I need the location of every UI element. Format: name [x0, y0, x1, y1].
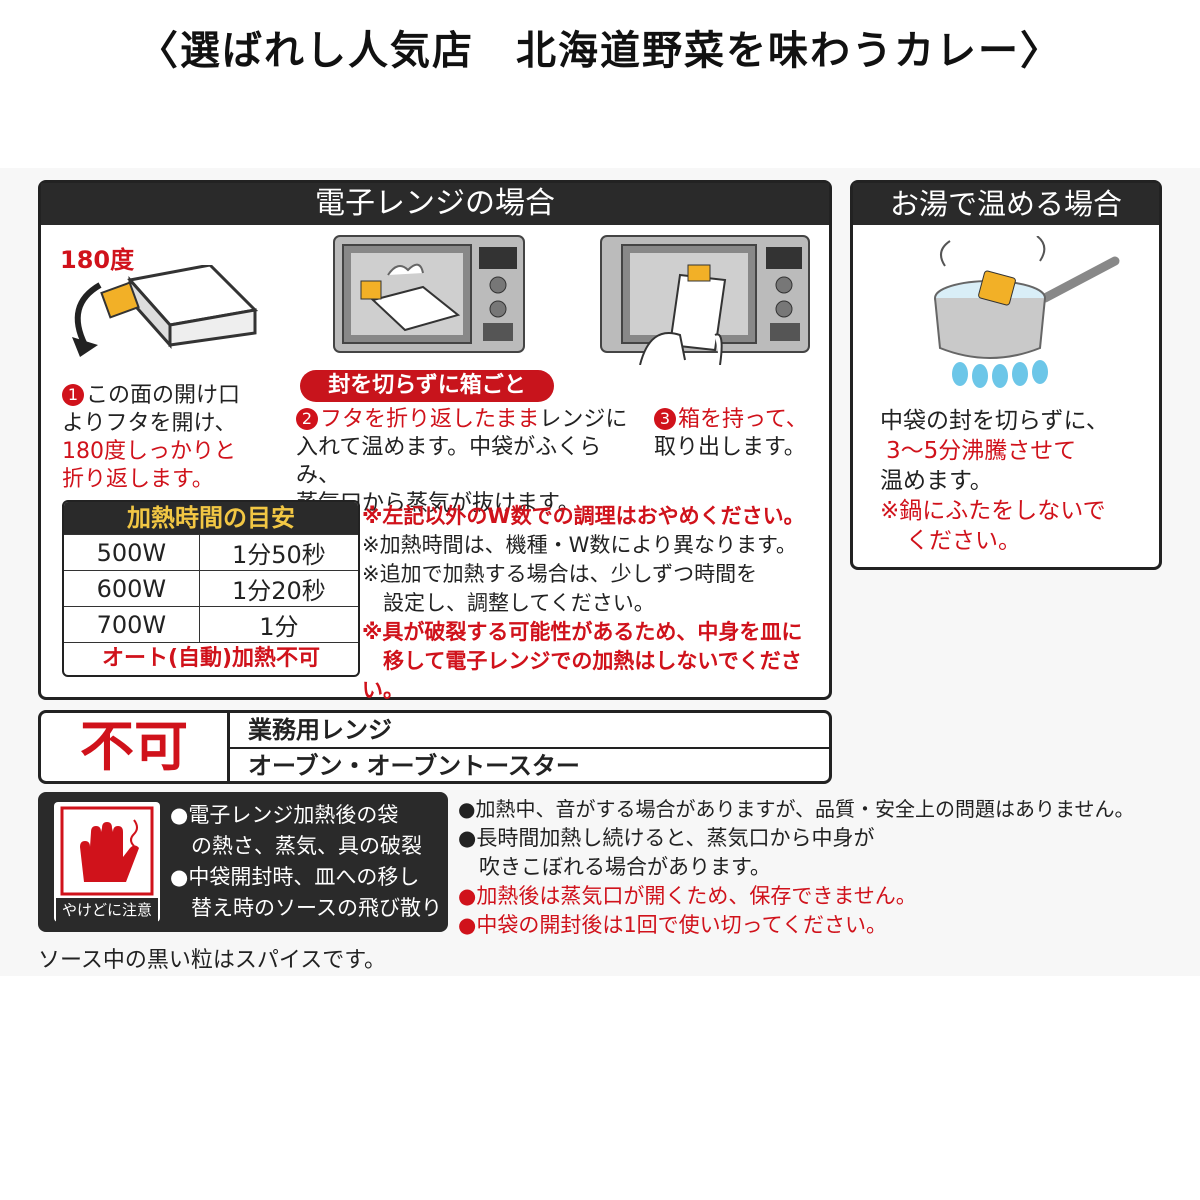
table-row: 700W 1分: [64, 606, 358, 643]
time-cell: 1分: [198, 606, 358, 643]
bottom-note: 吹きこぼれる場合があります。: [458, 855, 771, 879]
burn-caution-badge: やけどに注意: [54, 802, 160, 922]
step2-line2: 入れて温めます。中袋がふくらみ、: [296, 435, 602, 488]
auto-heating-not-allowed: オート(自動)加熱不可: [101, 646, 321, 671]
microwave-illustration-step3: [600, 235, 810, 365]
hand-heat-icon: [60, 806, 154, 896]
note-line: ※追加で加熱する場合は、少しずつ時間を: [362, 562, 758, 586]
note-line: ※具が破裂する可能性があるため、中身を皿に: [362, 620, 803, 644]
bottom-note: ●加熱後は蒸気口が開くため、保存できません。: [458, 884, 917, 908]
boil-line2: 3～5分沸騰させて: [886, 438, 1077, 464]
heating-time-table: 加熱時間の目安 500W 1分50秒 600W 1分20秒 700W 1分 オー…: [62, 500, 360, 677]
caution-line: ●中袋開封時、皿への移し: [170, 865, 420, 889]
microwave-header: 電子レンジの場合: [41, 183, 829, 225]
step2-red: フタを折り返したまま: [320, 407, 540, 432]
bottom-note: ●長時間加熱し続けると、蒸気口から中身が: [458, 826, 875, 850]
not-allowed-item: オーブン・オーブントースター: [248, 752, 580, 780]
step3-line2: 取り出します。: [654, 435, 806, 460]
watt-cell: 500W: [64, 534, 200, 571]
burn-caution-label: やけどに注意: [56, 898, 158, 922]
step2-rest: レンジに: [539, 407, 628, 432]
burn-caution-text: ●電子レンジ加熱後の袋 の熱さ、蒸気、具の破裂 ●中袋開封時、皿への移し 替え時…: [170, 800, 445, 924]
step3-line1: 箱を持って、: [678, 407, 808, 432]
not-allowed-label: 不可: [41, 713, 230, 781]
sealed-box-pill: 封を切らずに箱ごと: [300, 370, 554, 402]
step1-line2: よりフタを開け、: [62, 411, 237, 436]
not-allowed-items: 業務用レンジ オーブン・オーブントースター: [230, 713, 829, 781]
watt-cell: 700W: [64, 606, 200, 643]
pot-illustration: [934, 236, 1120, 388]
step1-line3: 180度しっかりと: [62, 439, 236, 464]
microwave-notes: ※左記以外のW数での調理はおやめください。 ※加熱時間は、機種・W数により異なり…: [362, 502, 822, 705]
microwave-illustration-step2: [333, 235, 525, 353]
boil-line3: 温めます。: [880, 468, 993, 494]
caution-line: の熱さ、蒸気、具の破裂: [170, 834, 422, 858]
note-line: ※左記以外のW数での調理はおやめください。: [362, 504, 805, 528]
step3-number: 3: [654, 408, 676, 430]
note-line: 設定し、調整してください。: [362, 591, 655, 615]
bottom-note: ●中袋の開封後は1回で使い切ってください。: [458, 913, 888, 937]
table-row: 600W 1分20秒: [64, 570, 358, 607]
boil-line4: ※鍋にふたをしないで: [880, 498, 1106, 524]
boil-line1: 中袋の封を切らずに、: [880, 408, 1109, 434]
watt-cell: 600W: [64, 570, 200, 607]
step1-line4: 折り返します。: [62, 467, 214, 492]
caution-line: 替え時のソースの飛び散り: [170, 896, 442, 920]
boil-header: お湯で温める場合: [853, 183, 1159, 225]
angle-label: 180度: [60, 246, 135, 274]
spice-note: ソース中の黒い粒はスパイスです。: [38, 948, 387, 973]
step2-number: 2: [296, 408, 318, 430]
page-title: 〈選ばれし人気店 北海道野菜を味わうカレー〉: [138, 28, 1062, 74]
not-allowed-item: 業務用レンジ: [230, 713, 829, 749]
table-row: 500W 1分50秒: [64, 534, 358, 571]
note-line: 移して電子レンジでの加熱はしないでください。: [362, 649, 802, 702]
open-lid-illustration: [72, 265, 259, 357]
time-cell: 1分20秒: [198, 570, 358, 607]
not-allowed-box: 不可 業務用レンジ オーブン・オーブントースター: [38, 710, 832, 784]
heating-time-rows: 500W 1分50秒 600W 1分20秒 700W 1分: [64, 534, 358, 643]
heating-time-header: 加熱時間の目安: [64, 502, 358, 534]
bottom-note: ●加熱中、音がする場合がありますが、品質・安全上の問題はありません。: [458, 797, 1135, 821]
step1-line1: この面の開け口: [86, 383, 241, 408]
boil-line5: ください。: [906, 528, 1021, 554]
time-cell: 1分50秒: [198, 534, 358, 571]
note-line: ※加熱時間は、機種・W数により異なります。: [362, 533, 797, 557]
step1-number: 1: [62, 384, 84, 406]
caution-line: ●電子レンジ加熱後の袋: [170, 803, 399, 827]
boil-text: 中袋の封を切らずに、 3～5分沸騰させて 温めます。 ※鍋にふたをしないで くだ…: [880, 406, 1150, 556]
bottom-notes: ●加熱中、音がする場合がありますが、品質・安全上の問題はありません。 ●長時間加…: [458, 795, 1193, 940]
